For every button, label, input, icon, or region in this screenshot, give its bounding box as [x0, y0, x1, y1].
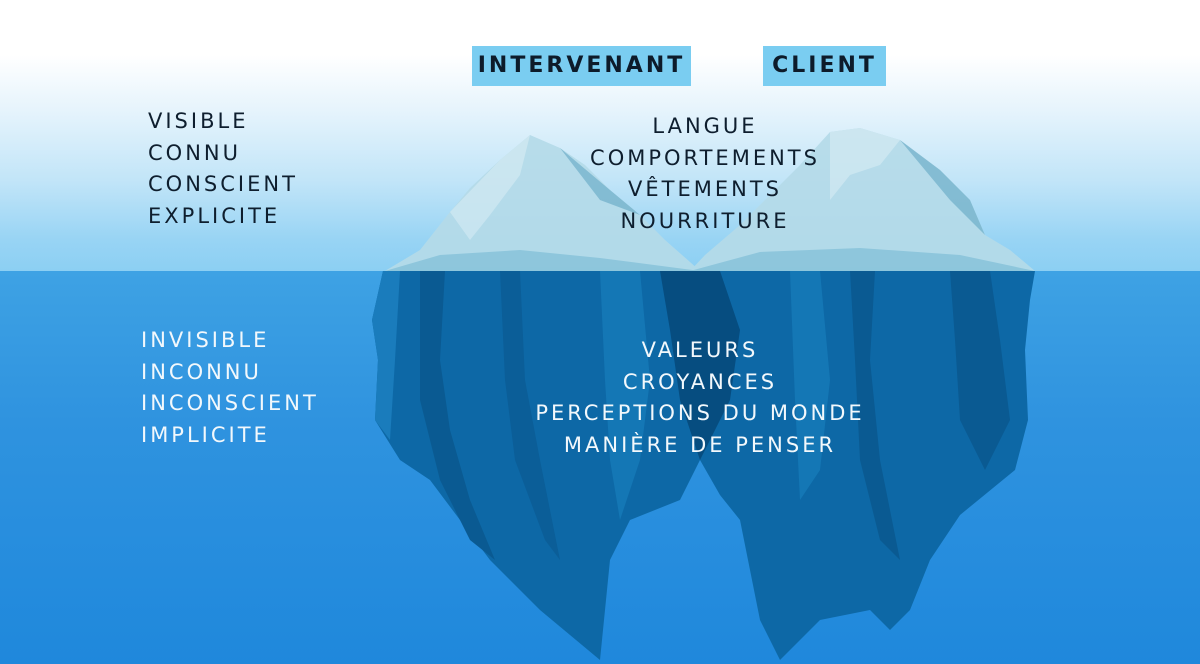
- label-conscient: CONSCIENT: [148, 172, 298, 196]
- below-water-left-labels: INVISIBLE INCONNU INCONSCIENT IMPLICITE: [141, 325, 319, 451]
- iceberg-tip: [385, 128, 1035, 271]
- label-comportements: COMPORTEMENTS: [590, 145, 820, 170]
- label-nourriture: NOURRITURE: [620, 208, 790, 233]
- label-implicite: IMPLICITE: [141, 422, 270, 447]
- label-visible: VISIBLE: [148, 109, 249, 133]
- label-explicite: EXPLICITE: [148, 203, 281, 228]
- tag-intervenant: INTERVENANT: [472, 46, 691, 86]
- label-valeurs: VALEURS: [641, 338, 759, 362]
- label-perceptions-du-monde: PERCEPTIONS DU MONDE: [535, 401, 865, 425]
- label-croyances: CROYANCES: [622, 369, 778, 394]
- below-water-center-labels: VALEURS CROYANCES PERCEPTIONS DU MONDE M…: [500, 335, 900, 461]
- label-langue: LANGUE: [652, 114, 758, 138]
- label-inconnu: INCONNU: [141, 359, 262, 384]
- above-water-left-labels: VISIBLE CONNU CONSCIENT EXPLICITE: [148, 106, 298, 232]
- label-maniere-de-penser: MANIÈRE DE PENSER: [563, 432, 837, 457]
- iceberg-body: [372, 271, 1035, 660]
- label-vetements: VÊTEMENTS: [628, 177, 782, 201]
- label-inconscient: INCONSCIENT: [141, 391, 319, 415]
- label-invisible: INVISIBLE: [141, 328, 270, 352]
- tag-client: CLIENT: [763, 46, 886, 86]
- label-connu: CONNU: [148, 140, 241, 165]
- above-water-center-labels: LANGUE COMPORTEMENTS VÊTEMENTS NOURRITUR…: [520, 111, 890, 237]
